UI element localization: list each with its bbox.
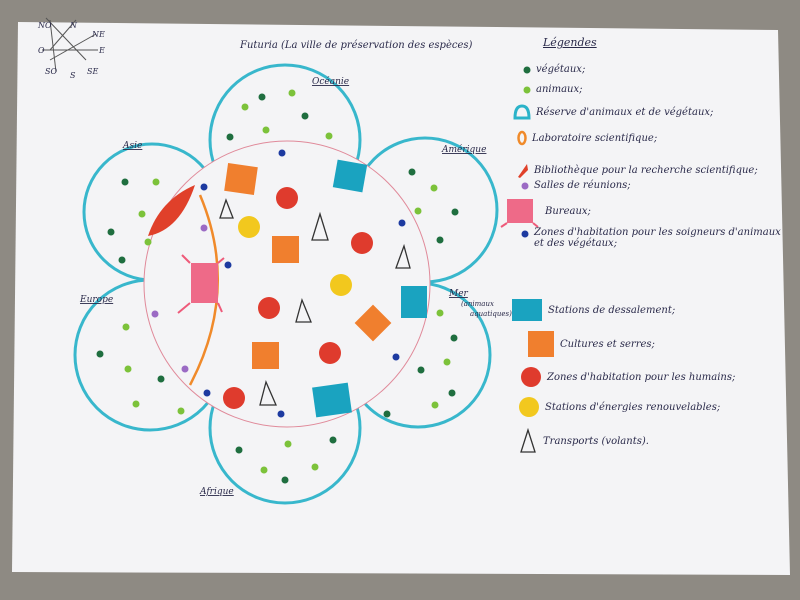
light-green-dot-icon	[523, 86, 531, 93]
orange-square-icon	[528, 331, 554, 357]
legend-item-zones-humains: Zones d'habitation pour les humains;	[520, 366, 735, 388]
legend-item-dessalement: Stations de dessalement;	[511, 298, 675, 322]
label-afrique: Afrique	[199, 487, 234, 497]
label-mer-line3: aquatiques)	[470, 310, 512, 318]
triangle-icon	[520, 428, 536, 453]
cyan-squares	[312, 159, 427, 418]
compass-rose	[42, 17, 98, 73]
legend-item-transports: Transports (volants).	[518, 428, 649, 454]
legend-item-zones-soigneurs: Zones d'habitation pour les soigneurs d'…	[521, 227, 786, 249]
office-shape	[177, 254, 225, 314]
legend-item-bureaux: Bureaux;	[500, 194, 591, 228]
red-circles	[223, 187, 373, 409]
vegetation-dots	[96, 93, 459, 484]
label-amerique: Amérique	[441, 144, 486, 155]
pink-square-icon	[500, 199, 539, 228]
compass-s: S	[70, 71, 76, 80]
legend-item-bibliotheque: Bibliothèque pour la recherche scientifi…	[515, 162, 758, 178]
label-mer-line2: (animaux	[461, 300, 494, 308]
legend-item-laboratoire: Laboratoire scientifique;	[517, 130, 657, 146]
compass-so: SO	[45, 67, 57, 76]
yellow-circle-icon	[519, 397, 539, 417]
legend-item-cultures: Cultures et serres;	[527, 330, 655, 358]
purple-dot-icon	[521, 182, 529, 189]
label-asie: Asie	[122, 141, 142, 151]
cyan-arch-icon	[513, 104, 531, 120]
dark-green-dot-icon	[523, 66, 531, 73]
orange-ring-icon	[517, 130, 527, 146]
compass-se: SE	[87, 67, 98, 76]
legend-item-energies: Stations d'énergies renouvelables;	[518, 396, 720, 418]
orange-squares	[224, 163, 392, 369]
purple-dots	[151, 224, 208, 373]
red-leaf-icon	[518, 164, 528, 178]
label-mer: Mer	[448, 289, 469, 299]
yellow-circles	[238, 216, 352, 296]
compass-o: O	[38, 46, 45, 55]
legend-title: Légendes	[543, 36, 597, 49]
blue-dots	[200, 149, 406, 418]
red-circle-icon	[521, 367, 541, 387]
legend-item-animaux: animaux;	[523, 84, 583, 95]
blue-dot-icon	[521, 230, 529, 238]
compass-no: NO	[37, 21, 52, 30]
legend-item-salles: Salles de réunions;	[521, 180, 631, 191]
label-europe: Europe	[79, 295, 113, 305]
legend-item-vegetaux: végétaux;	[523, 64, 585, 75]
city-center-circle	[143, 140, 431, 428]
map-title: Futuria (La ville de préservation des es…	[239, 40, 473, 51]
cyan-square-icon	[512, 299, 542, 321]
label-oceanie: Océanie	[312, 76, 349, 87]
compass-ne: NE	[91, 30, 105, 39]
library-shape	[148, 185, 195, 236]
compass-e: E	[98, 46, 105, 55]
compass-n: N	[69, 21, 78, 30]
transport-triangles	[219, 198, 411, 406]
legend-item-reserve: Réserve d'animaux et de végétaux;	[513, 104, 713, 120]
animal-dots	[122, 89, 451, 474]
